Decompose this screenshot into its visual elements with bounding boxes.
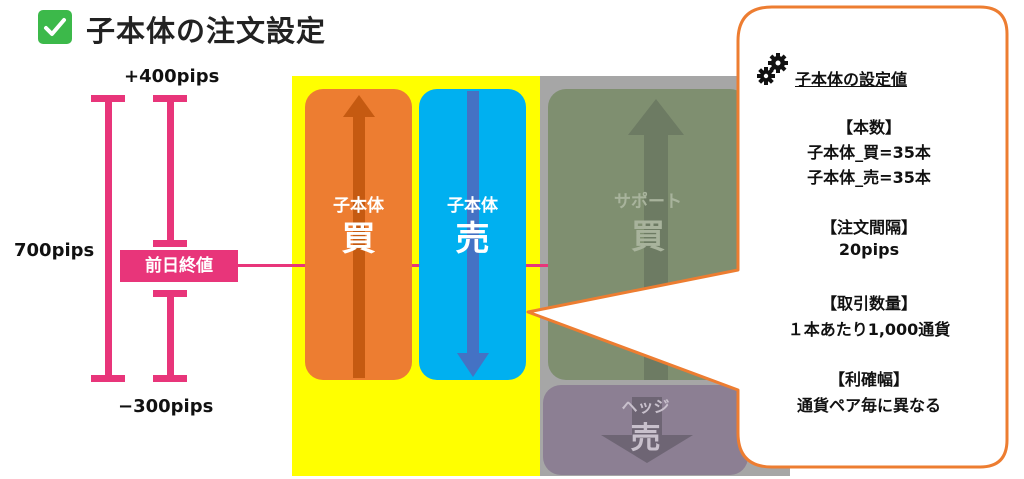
info-count-sell: 子本体_売=35本 (807, 168, 931, 187)
child-sell-line1: 子本体 (447, 196, 498, 216)
minus-bar-bottom-cap (153, 375, 187, 382)
minus-bar (167, 290, 174, 382)
hedge-sell-line2: 売 (630, 421, 661, 456)
info-qty-value: １本あたり1,000通貨 (787, 320, 951, 339)
down-arrow-icon (601, 397, 693, 463)
info-interval-head: 【注文間隔】 (820, 218, 917, 237)
child-buy-line1: 子本体 (333, 196, 384, 216)
down-arrow-icon (457, 91, 489, 377)
info-profit-value: 通貨ペア毎に異なる (796, 396, 941, 415)
page-title: 子本体の注文設定 (86, 14, 327, 48)
support-buy-line2: 買 (631, 217, 665, 257)
plus-bar (167, 95, 174, 247)
range-pips-label: 700pips (14, 240, 95, 261)
hedge-sell-line1: ヘッジ (621, 397, 670, 416)
plus-bar-bottom-cap (153, 240, 187, 247)
range-bar (105, 95, 112, 382)
plus-pips-label: +400pips (124, 66, 220, 87)
range-bar-bottom-cap (91, 375, 125, 382)
child-sell-box: 子本体 売 (419, 89, 526, 380)
child-sell-line2: 売 (455, 219, 490, 259)
info-count-head: 【本数】 (836, 118, 901, 137)
child-buy-line2: 買 (341, 219, 376, 259)
info-count-buy: 子本体_買=35本 (807, 143, 931, 162)
info-profit-head: 【利確幅】 (828, 370, 909, 389)
check-icon (38, 10, 72, 44)
support-buy-line1: サポート (614, 192, 682, 212)
info-qty-head: 【取引数量】 (820, 294, 917, 313)
prev-close-label: 前日終値 (120, 250, 238, 282)
info-interval-value: 20pips (838, 240, 900, 259)
minus-pips-label: −300pips (118, 396, 214, 417)
up-arrow-icon (343, 95, 375, 378)
child-buy-box: 子本体 買 (305, 89, 412, 380)
info-title: 子本体の設定値 (795, 70, 908, 89)
hedge-sell-box: ヘッジ 売 (543, 385, 748, 475)
gear-icon (757, 53, 788, 85)
